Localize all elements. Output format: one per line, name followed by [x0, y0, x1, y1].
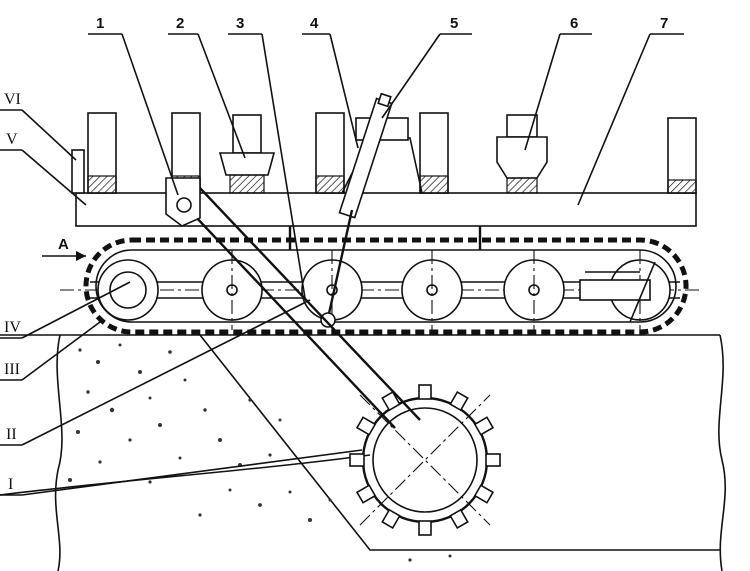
- road-wheels: [97, 250, 671, 330]
- roman-labels: VI V IV III II I: [4, 91, 21, 493]
- component-6-body: [496, 136, 548, 179]
- cutter-teeth: [349, 384, 501, 536]
- component-2-top: [232, 114, 262, 154]
- component-2-body: [218, 152, 276, 176]
- label-5: 5: [450, 15, 458, 32]
- label-7: 7: [660, 15, 668, 32]
- numbered-leaders: [88, 33, 684, 299]
- label-3: 3: [236, 15, 244, 32]
- digging-boom: [165, 177, 421, 429]
- label-v: V: [6, 131, 18, 148]
- boom-upper-edge: [177, 197, 396, 429]
- drive-sprocket-wheel: [97, 259, 159, 321]
- track-belt: [83, 237, 689, 335]
- crawler-track: [60, 225, 700, 335]
- rear-post: [71, 149, 85, 194]
- cutter-wheel: [349, 384, 501, 536]
- roman-leaders: [0, 109, 363, 496]
- label-1: 1: [96, 15, 104, 32]
- label-ii: II: [6, 426, 17, 443]
- arrow-label-a: A: [58, 236, 69, 253]
- label-vi: VI: [4, 91, 21, 108]
- hydraulic-cylinder: [320, 92, 423, 328]
- excavation-profile: [199, 334, 720, 551]
- boom-lower-edge: [197, 185, 421, 421]
- label-6: 6: [570, 15, 578, 32]
- cylinder-rod: [326, 209, 354, 319]
- arrow-head-icon: [76, 251, 86, 261]
- label-i: I: [8, 476, 13, 493]
- track-inner: [95, 249, 677, 323]
- numbered-labels: 1 2 3 4 5 6 7: [96, 15, 668, 32]
- trench-right-wall: [718, 334, 726, 571]
- track-tensioner: [579, 261, 656, 323]
- direction-arrow-a: A: [42, 236, 86, 261]
- trench-left-wall: [54, 334, 63, 571]
- label-iv: IV: [4, 319, 21, 336]
- label-iii: III: [4, 361, 20, 378]
- soil-dots: [68, 343, 452, 562]
- deck-blocks: [87, 112, 697, 194]
- label-2: 2: [176, 15, 184, 32]
- soil-boundary-line: [0, 454, 371, 496]
- cutter-wheel-hub-ring: [372, 407, 478, 513]
- cylinder-pivot: [320, 312, 336, 328]
- boom-pivot: [176, 197, 192, 213]
- ground: [0, 334, 726, 571]
- tensioner-body: [579, 279, 651, 301]
- label-4: 4: [310, 15, 319, 32]
